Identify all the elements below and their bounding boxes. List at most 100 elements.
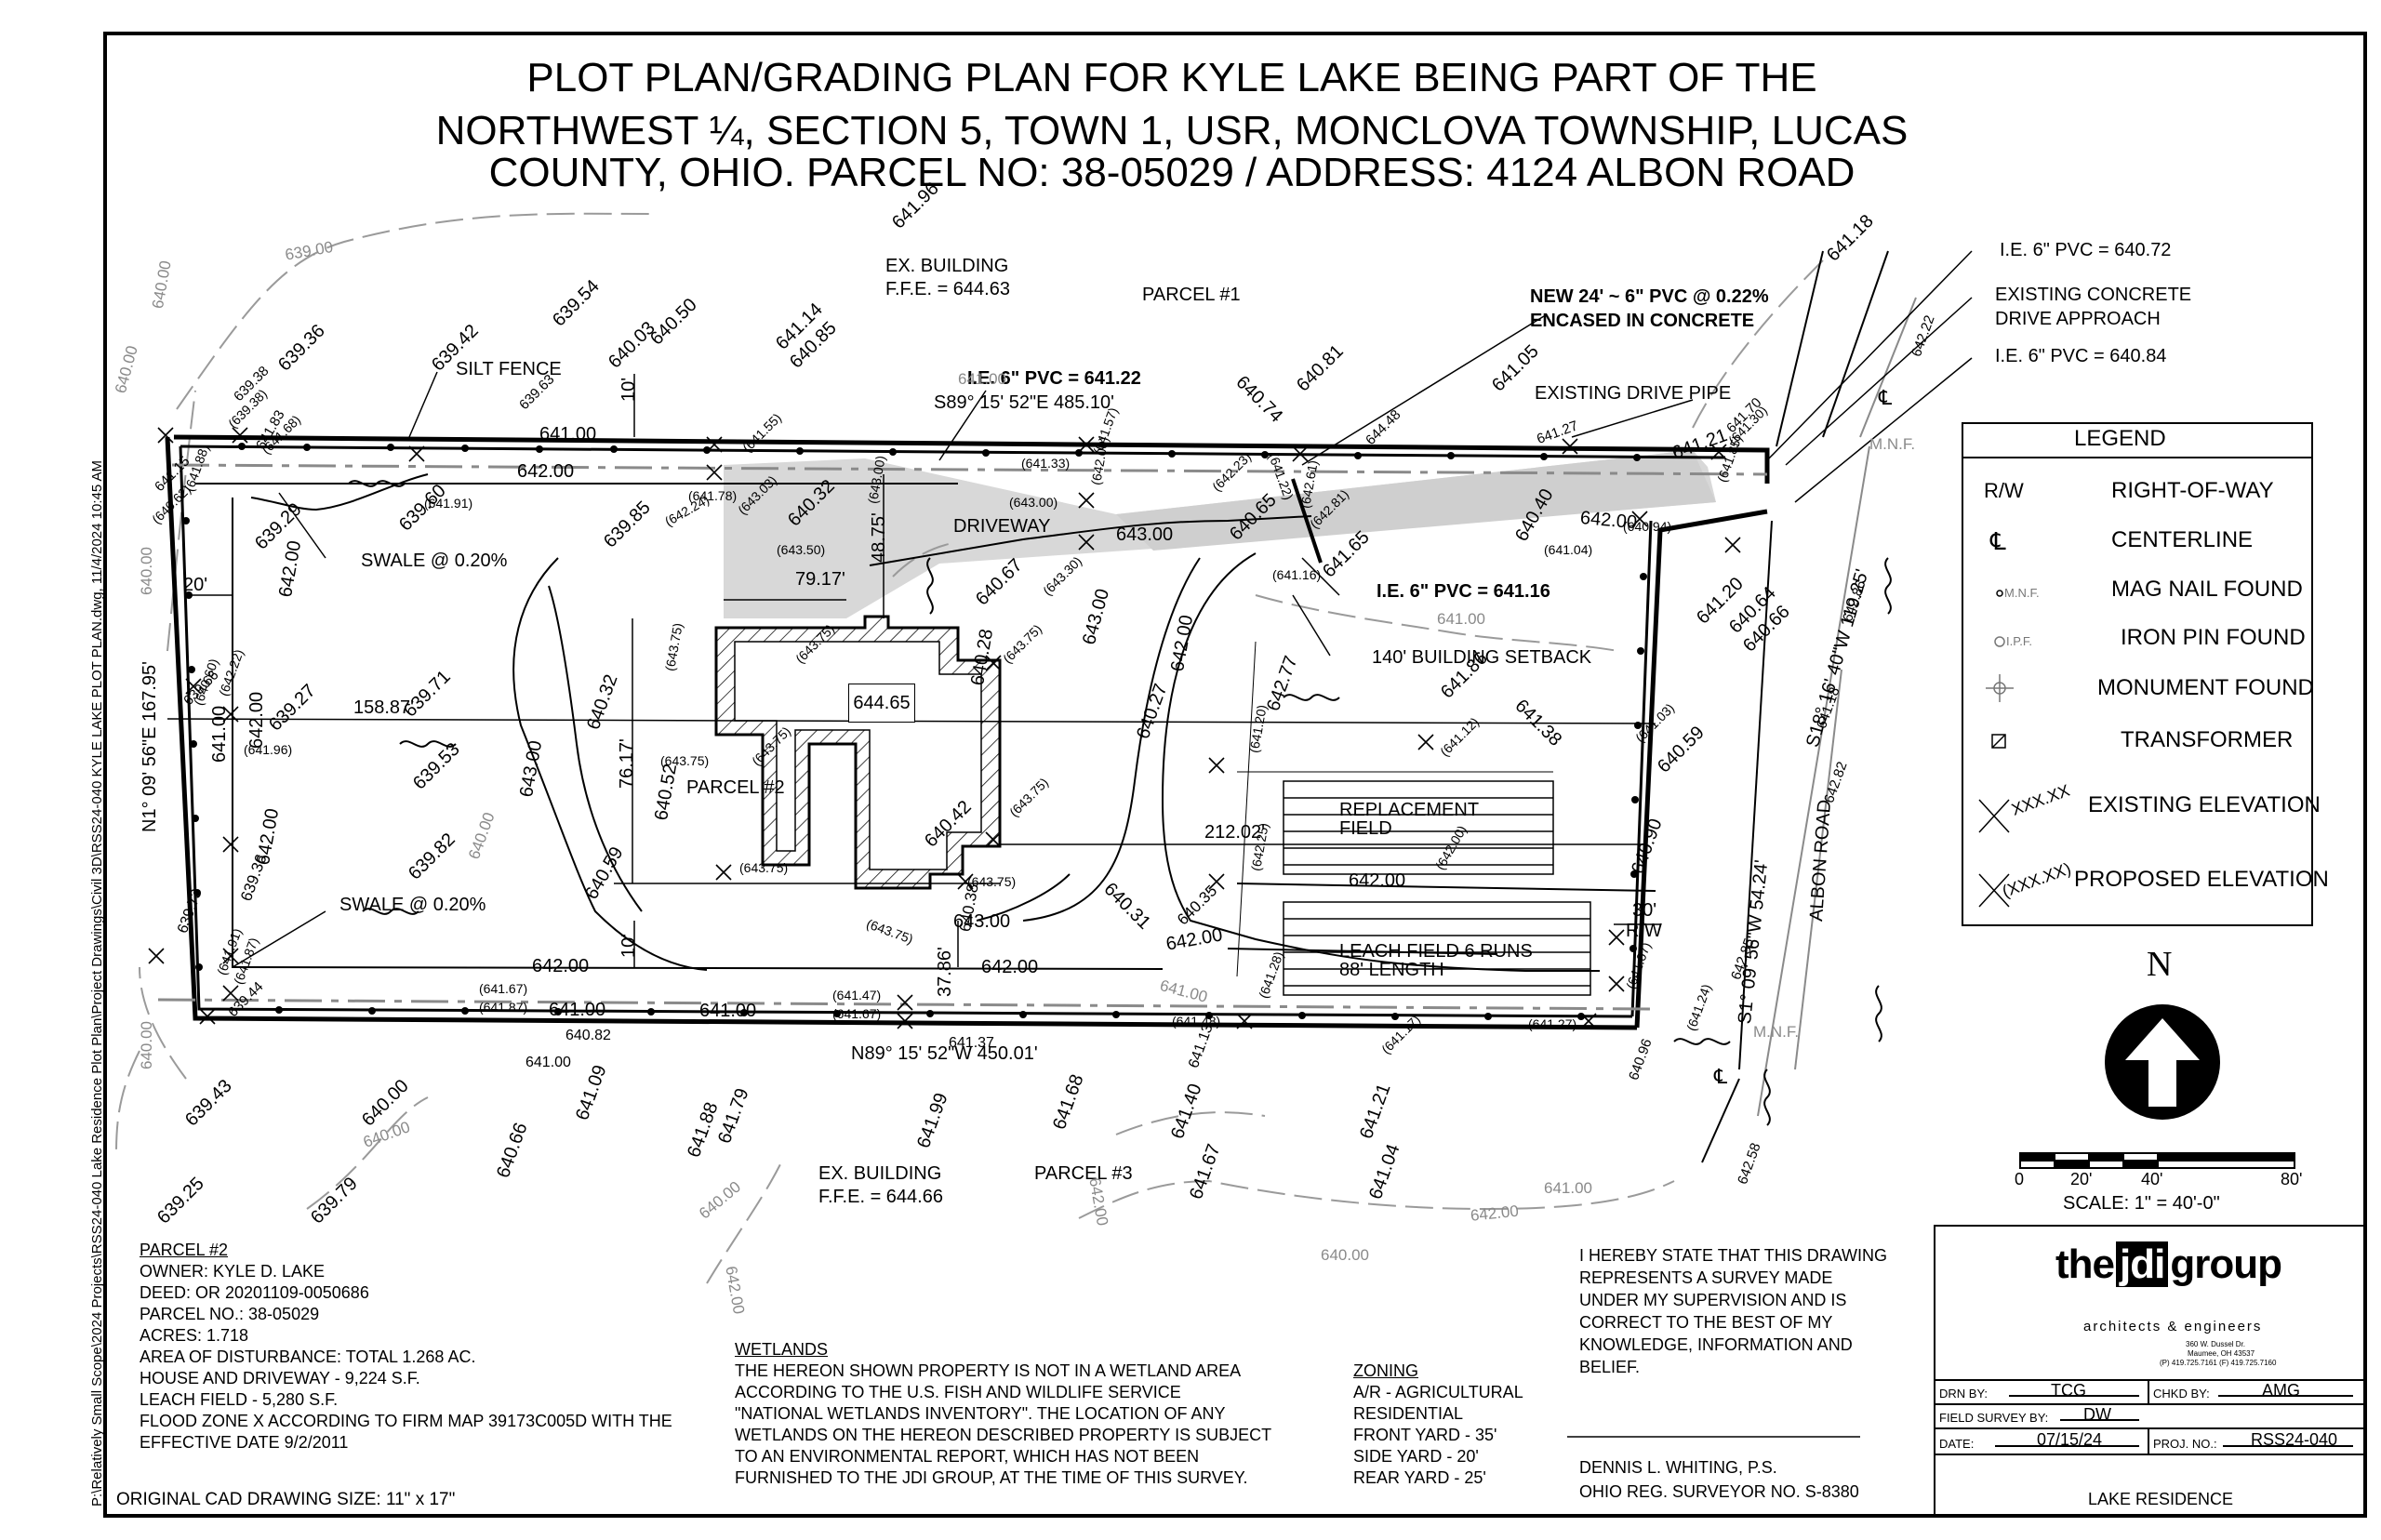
logo-the: the — [2055, 1241, 2115, 1287]
certification-line: I HEREBY STATE THAT THIS DRAWING — [1579, 1246, 1888, 1265]
proposed-contour-label: 643.00 — [953, 911, 1011, 932]
proposed-elevation-label: (643.75) — [660, 753, 710, 768]
chkd-by-label: CHKD BY: — [2153, 1387, 2210, 1401]
leach-field-label-1: LEACH FIELD 6 RUNS — [1339, 941, 1533, 962]
legend-label: EXISTING ELEVATION — [2088, 792, 2321, 817]
ie-641-16-label: I.E. 6" PVC = 641.16 — [1377, 581, 1550, 602]
proposed-elevation-label: (641.16) — [1272, 567, 1322, 582]
parcel-info-line: AREA OF DISTURBANCE: TOTAL 1.268 AC. — [140, 1348, 476, 1366]
legend-symbol: M.N.F. — [2004, 586, 2040, 600]
proposed-elevation-label: (641.27) — [1528, 1016, 1577, 1031]
date-value: 07/15/24 — [2037, 1430, 2103, 1449]
mnf-bottom-label: M.N.F. — [1753, 1023, 1800, 1041]
parcel-info-line: OWNER: KYLE D. LAKE — [140, 1262, 326, 1281]
surveyor-reg: OHIO REG. SURVEYOR NO. S-8380 — [1579, 1482, 1859, 1501]
parcel-info-line: LEACH FIELD - 5,280 S.F. — [140, 1390, 339, 1409]
albon-road — [1701, 250, 1889, 1163]
dim-212: 212.02' — [1204, 822, 1265, 843]
title-line-3: COUNTY, OHIO. PARCEL NO: 38-05029 / ADDR… — [488, 150, 1856, 195]
dim-37: 37.86' — [935, 947, 955, 997]
encased-label: ENCASED IN CONCRETE — [1530, 311, 1755, 331]
company-phone: (P) 419.725.7161 (F) 419.725.7160 — [2160, 1359, 2277, 1367]
proposed-elevation-label: (641.91) — [424, 496, 473, 511]
zoning-line: RESIDENTIAL — [1353, 1404, 1464, 1423]
contour-label: 640.00 — [1321, 1246, 1369, 1264]
leach-field — [1283, 901, 1591, 996]
field-survey-value: DW — [2083, 1405, 2111, 1424]
parcel1-label: PARCEL #1 — [1142, 285, 1241, 305]
zoning-line: FRONT YARD - 35' — [1353, 1426, 1497, 1444]
proposed-contour-label: 641.00 — [539, 424, 597, 445]
proposed-contour-label: 641.00 — [209, 705, 230, 763]
legend-label: MAG NAIL FOUND — [2111, 577, 2303, 602]
dim-30: 30' — [1632, 900, 1657, 921]
parcel-info-line: PARCEL #2 — [140, 1241, 229, 1259]
rw-label: R/W — [1626, 921, 1662, 941]
logo-jdi: jdi — [2116, 1241, 2169, 1287]
wetlands-heading: WETLANDS — [735, 1340, 829, 1359]
scale-tick: 40' — [2141, 1170, 2163, 1188]
proposed-elevation-label: (641.67) — [479, 981, 528, 996]
parcel-info-line: PARCEL NO.: 38-05029 — [140, 1305, 320, 1323]
ie-641-22-label: I.E. 6" PVC = 641.22 — [967, 368, 1141, 389]
proposed-elevation-label: (641.78) — [688, 488, 738, 503]
legend-symbols — [1978, 590, 2014, 908]
dim-79: 79.17' — [795, 569, 845, 590]
field-survey-label: FIELD SURVEY BY: — [1939, 1411, 2049, 1425]
leach-field-label-2: 88' LENGTH — [1339, 960, 1444, 980]
property-boundary — [165, 434, 1770, 1030]
proposed-contour-label: 642.00 — [532, 956, 590, 976]
drive-approach-label: DRIVE APPROACH — [1995, 309, 2161, 329]
proposed-elevation-label: (643.50) — [777, 542, 826, 557]
drn-by-value: TCG — [2051, 1381, 2086, 1400]
company-address-2: Maumee, OH 43537 — [2188, 1349, 2255, 1358]
drn-by-label: DRN BY: — [1939, 1387, 1989, 1401]
parcel3-label: PARCEL #3 — [1034, 1163, 1133, 1184]
elevation-markers — [148, 427, 1741, 1029]
proposed-contour-label: 643.00 — [1116, 524, 1174, 545]
existing-drive-pipe-label: EXISTING DRIVE PIPE — [1535, 383, 1732, 404]
building-setback-label: 140' BUILDING SETBACK — [1372, 647, 1592, 668]
legend-box — [1962, 422, 2313, 926]
bearing-left-label: N1° 09' 56"E 167.95' — [140, 661, 160, 832]
replacement-field-label-2: FIELD — [1339, 818, 1392, 839]
mnf-top-label: M.N.F. — [1869, 435, 1916, 453]
proposed-elevation-label: (641.48) — [1172, 1014, 1221, 1029]
scale-tick: 20' — [2070, 1170, 2093, 1188]
dim-158: 158.87' — [353, 697, 414, 718]
zoning-note: ZONING A/R - AGRICULTURAL RESIDENTIAL FR… — [1353, 1361, 1523, 1489]
existing-concrete-label: EXISTING CONCRETE — [1995, 285, 2192, 305]
legend-label: PROPOSED ELEVATION — [2074, 867, 2329, 892]
surveyor-name: DENNIS L. WHITING, P.S. — [1579, 1458, 1777, 1477]
title-block-frame — [1934, 1225, 2366, 1517]
wetlands-line: THE HEREON SHOWN PROPERTY IS NOT IN A WE… — [735, 1361, 1242, 1380]
house-footprint — [714, 615, 1002, 890]
ffe-top-label: F.F.E. = 644.63 — [885, 279, 1010, 299]
swale-top-label: SWALE @ 0.20% — [361, 551, 508, 571]
ex-building-top-label: EX. BUILDING — [885, 256, 1009, 276]
new-pvc-label: NEW 24' ~ 6" PVC @ 0.22% — [1530, 286, 1769, 307]
wetlands-line: ACCORDING TO THE U.S. FISH AND WILDLIFE … — [735, 1383, 1181, 1401]
zoning-line: A/R - AGRICULTURAL — [1353, 1383, 1523, 1401]
silt-fence-posts — [182, 443, 1647, 1020]
proposed-elevation-label: (641.47) — [832, 988, 882, 1002]
scale-bar — [2019, 1152, 2295, 1169]
company-address-1: 360 W. Dussel Dr. — [2186, 1340, 2246, 1348]
contour-label: 641.00 — [1544, 1179, 1592, 1197]
proposed-elevation-label: (643.75) — [739, 860, 789, 875]
proposed-elevation-label: (643.00) — [1009, 495, 1058, 510]
proj-no-value: RSS24-040 — [2251, 1430, 2338, 1449]
centerline-icon: ℄ — [1879, 386, 1893, 409]
contour-label: 641.00 — [1437, 610, 1485, 628]
parcel-info-line: ACRES: 1.718 — [140, 1326, 249, 1345]
zoning-line: REAR YARD - 25' — [1353, 1468, 1486, 1487]
leader-lines — [232, 250, 1973, 968]
ffe-bottom-label: F.F.E. = 644.66 — [818, 1187, 943, 1207]
ie-640-84-label: I.E. 6" PVC = 640.84 — [1995, 346, 2167, 366]
legend-symbol: I.P.F. — [2006, 634, 2032, 648]
certification-line: UNDER MY SUPERVISION AND IS — [1579, 1291, 1847, 1309]
bearing-bottom-label: N89° 15' 52"W 450.01' — [851, 1043, 1038, 1064]
